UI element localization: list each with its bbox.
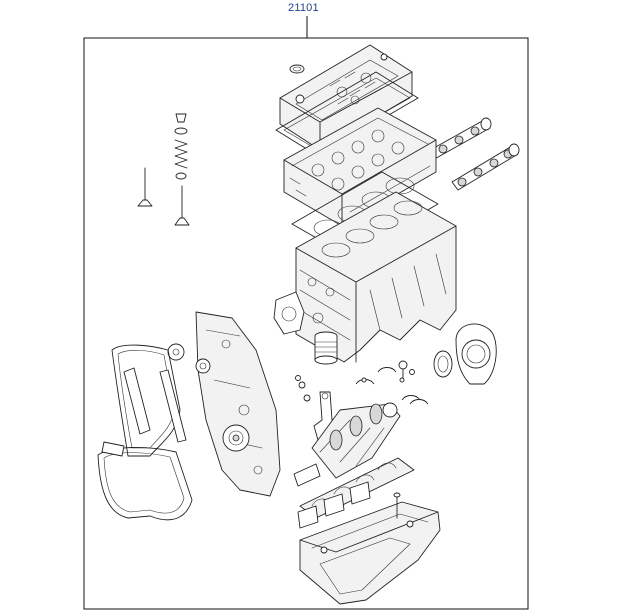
part-number-label: 21101 (288, 2, 319, 14)
timing-chain-upper (111, 344, 181, 457)
oil-filler-cap (289, 64, 305, 74)
chain-tensioner (101, 441, 125, 457)
valve-spring-retainer (174, 113, 188, 135)
cylinder-head-cover (279, 44, 413, 151)
diagram-frame (83, 37, 529, 610)
rear-oil-seal-housing (455, 323, 497, 385)
main-bearing-caps (297, 457, 415, 529)
cam-sprocket-intake (167, 343, 185, 361)
crankshaft (293, 402, 401, 487)
oil-pan-bolt (393, 492, 401, 519)
timing-chain-cover (195, 311, 281, 497)
main-bearing-shells-upper (355, 367, 429, 405)
piston (314, 331, 338, 365)
chain-tensioner-arm (159, 369, 187, 443)
small-hardware (295, 369, 415, 383)
intake-valve (137, 167, 153, 207)
timing-chain-lower (97, 447, 193, 521)
head-cover-gasket (275, 71, 419, 157)
crankshaft-sprocket (222, 424, 250, 452)
exhaust-valve (174, 185, 190, 226)
rear-oil-seal (433, 350, 453, 378)
cylinder-head (283, 107, 437, 227)
cam-sprocket-exhaust (195, 358, 211, 374)
timing-chain-guide (123, 367, 151, 435)
water-pump-housing (273, 291, 305, 335)
cylinder-block (295, 191, 457, 363)
piston-pin-clips (298, 381, 311, 402)
valve-spring (174, 139, 188, 180)
camshaft-exhaust (451, 143, 520, 191)
crankshaft-pulley-bolt (398, 360, 408, 381)
oil-pan (299, 501, 441, 605)
